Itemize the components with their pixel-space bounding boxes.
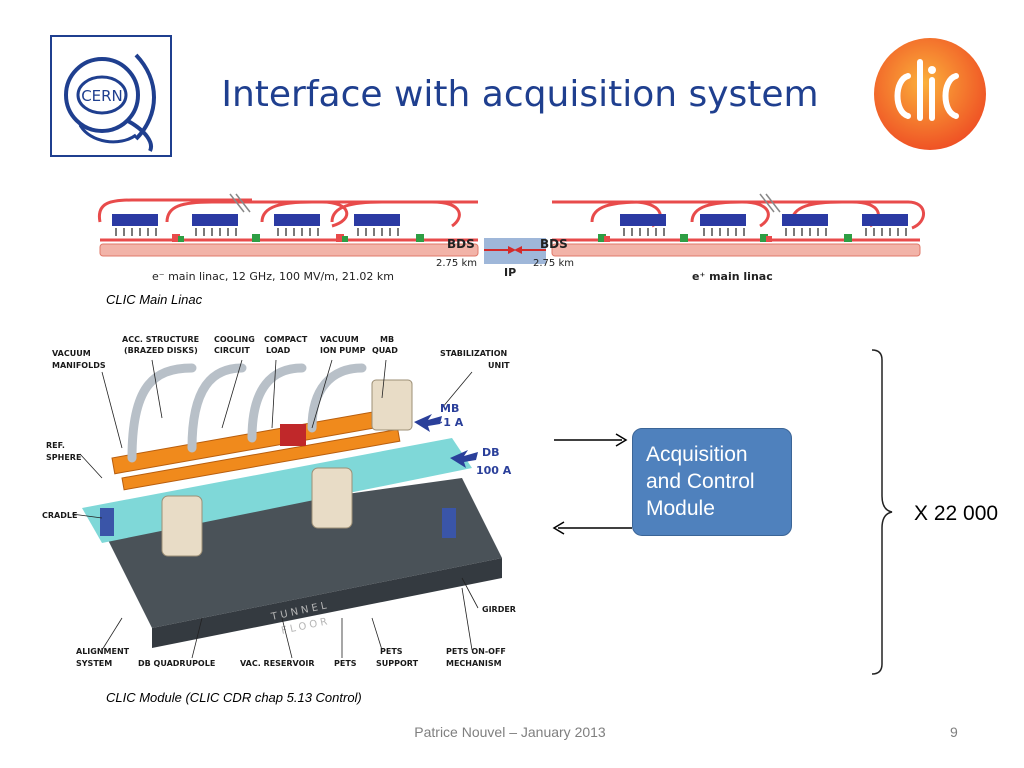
acq-line-1: Acquisition: [646, 443, 748, 466]
svg-text:(BRAZED DISKS): (BRAZED DISKS): [124, 346, 198, 355]
clic-logo: [872, 36, 988, 152]
svg-text:ION PUMP: ION PUMP: [320, 346, 366, 355]
svg-text:VACUUM: VACUUM: [52, 349, 91, 358]
svg-text:COMPACT: COMPACT: [264, 335, 308, 344]
linac-caption: CLIC Main Linac: [106, 292, 203, 307]
svg-text:e⁻ main linac, 12 GHz, 100 MV/: e⁻ main linac, 12 GHz, 100 MV/m, 21.02 k…: [152, 270, 394, 283]
svg-text:QUAD: QUAD: [372, 346, 398, 355]
svg-text:SPHERE: SPHERE: [46, 453, 81, 462]
svg-text:ALIGNMENT: ALIGNMENT: [76, 647, 130, 656]
svg-text:VAC. RESERVOIR: VAC. RESERVOIR: [240, 659, 315, 668]
main-linac-diagram: BDS 2.75 km BDS 2.75 km IP e⁻ main linac…: [92, 192, 928, 292]
svg-text:PETS: PETS: [380, 647, 403, 656]
right-brace: [866, 346, 906, 678]
svg-text:MECHANISM: MECHANISM: [446, 659, 502, 668]
svg-text:ACC. STRUCTURE: ACC. STRUCTURE: [122, 335, 199, 344]
svg-text:GIRDER: GIRDER: [482, 605, 516, 614]
svg-text:~1 A: ~1 A: [434, 416, 464, 429]
multiplier-text: X 22 000: [914, 502, 999, 525]
slide-title: Interface with acquisition system: [221, 74, 819, 115]
svg-text:DB: DB: [482, 446, 500, 459]
module-caption: CLIC Module (CLIC CDR chap 5.13 Control): [106, 690, 362, 705]
svg-text:VACUUM: VACUUM: [320, 335, 359, 344]
svg-text:100 A: 100 A: [476, 464, 512, 477]
svg-text:PETS ON-OFF: PETS ON-OFF: [446, 647, 506, 656]
svg-text:e⁺ main linac: e⁺ main linac: [692, 270, 773, 283]
svg-text:UNIT: UNIT: [488, 361, 510, 370]
data-flow-arrows: [550, 420, 650, 540]
svg-text:DB QUADRUPOLE: DB QUADRUPOLE: [138, 659, 215, 668]
svg-text:CRADLE: CRADLE: [42, 511, 77, 520]
svg-text:SYSTEM: SYSTEM: [76, 659, 112, 668]
svg-text:MB: MB: [380, 335, 394, 344]
page-number: 9: [950, 724, 958, 740]
svg-text:CERN: CERN: [81, 87, 123, 105]
svg-text:LOAD: LOAD: [266, 346, 291, 355]
clic-module-illustration: T U N N E L F L O O R: [42, 328, 532, 674]
footer-text: Patrice Nouvel – January 2013: [414, 724, 606, 740]
acquisition-control-module-box: Acquisition and Control Module: [632, 428, 792, 536]
svg-text:SUPPORT: SUPPORT: [376, 659, 419, 668]
svg-text:IP: IP: [504, 266, 516, 279]
svg-text:PETS: PETS: [334, 659, 357, 668]
svg-text:REF.: REF.: [46, 441, 65, 450]
cern-logo: CERN: [50, 35, 172, 157]
svg-text:2.75 km: 2.75 km: [436, 258, 477, 269]
acq-line-2: and Control: [646, 470, 755, 493]
svg-text:COOLING: COOLING: [214, 335, 255, 344]
svg-text:BDS: BDS: [540, 237, 568, 251]
svg-text:MB: MB: [440, 402, 459, 415]
acq-line-3: Module: [646, 497, 715, 520]
svg-text:STABILIZATION: STABILIZATION: [440, 349, 507, 358]
svg-text:CIRCUIT: CIRCUIT: [214, 346, 250, 355]
svg-text:BDS: BDS: [447, 237, 475, 251]
svg-text:MANIFOLDS: MANIFOLDS: [52, 361, 106, 370]
svg-text:2.75 km: 2.75 km: [533, 258, 574, 269]
